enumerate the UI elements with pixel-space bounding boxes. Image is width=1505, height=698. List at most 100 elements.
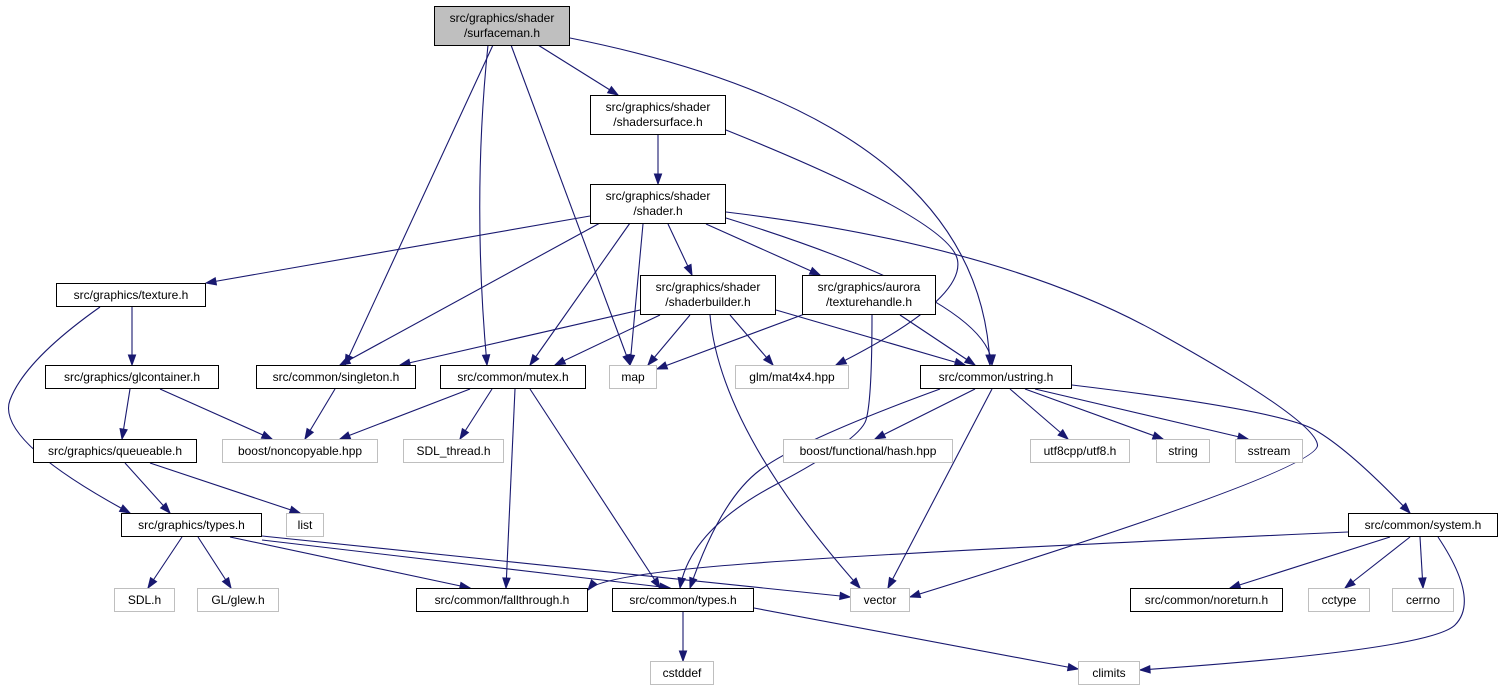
edge-mutex-to-noncopyable <box>338 388 471 440</box>
edge-shader-to-map-arrowhead <box>626 354 636 367</box>
edge-shader-to-texture-line <box>205 215 591 284</box>
node-shaderbuilder[interactable]: src/graphics/shader /shaderbuilder.h <box>640 275 776 315</box>
edge-surfaceman-to-ustring-line <box>569 37 991 366</box>
edge-system-to-climits <box>1138 536 1465 674</box>
node-queueable[interactable]: src/graphics/queueable.h <box>33 439 197 463</box>
edge-surfaceman-to-singleton <box>344 44 494 367</box>
edge-ustring-to-hash-line <box>874 388 976 440</box>
node-mat4x4: glm/mat4x4.hpp <box>735 365 849 389</box>
edge-gtypes-to-ctypes <box>261 539 672 592</box>
node-mutex[interactable]: src/common/mutex.h <box>440 365 586 389</box>
edge-system-to-fallthrough-line <box>587 531 1349 591</box>
node-singleton[interactable]: src/common/singleton.h <box>256 365 416 389</box>
node-string: string <box>1156 439 1210 463</box>
node-sdl: SDL.h <box>114 588 175 612</box>
node-noreturn[interactable]: src/common/noreturn.h <box>1130 588 1283 612</box>
edge-shader-to-texturehandle-line <box>705 223 821 276</box>
edge-gtypes-to-ctypes-line <box>261 539 671 589</box>
edge-ustring-to-string-line <box>1024 388 1164 440</box>
edge-shader-to-shaderbuilder-arrowhead <box>683 263 693 277</box>
edge-texturehandle-to-ustring <box>899 314 977 366</box>
edge-system-to-fallthrough <box>587 531 1349 592</box>
edge-ctypes-to-climits-line <box>753 607 1079 670</box>
edge-gtypes-to-vector-line <box>261 535 851 598</box>
edge-shaderbuilder-to-mat4x4-line <box>729 314 774 366</box>
edge-shadersurface-to-mat4x4-line <box>725 129 959 366</box>
node-fallthrough[interactable]: src/common/fallthrough.h <box>416 588 588 612</box>
edge-mutex-to-noncopyable-line <box>339 388 471 440</box>
edge-gtypes-to-vector <box>261 535 852 601</box>
node-graphics-types[interactable]: src/graphics/types.h <box>121 513 262 537</box>
edge-system-to-cerrno-arrowhead <box>1418 577 1427 590</box>
edge-glcontainer-to-noncopyable <box>159 388 274 440</box>
edge-shadersurface-to-mat4x4-arrowhead <box>834 356 848 366</box>
edge-gtypes-to-vector-arrowhead <box>839 591 852 601</box>
node-list: list <box>286 513 324 537</box>
node-glcontainer[interactable]: src/graphics/glcontainer.h <box>45 365 219 389</box>
edge-singleton-to-noncopyable-arrowhead <box>304 427 315 441</box>
edge-shader-to-texturehandle-arrowhead <box>808 266 822 276</box>
node-system[interactable]: src/common/system.h <box>1348 513 1498 537</box>
edge-shadersurface-to-shader-arrowhead <box>653 173 663 186</box>
edge-system-to-climits-arrowhead <box>1138 664 1151 674</box>
edge-mutex-to-fallthrough-arrowhead <box>502 577 511 590</box>
edge-shader-to-mutex <box>529 222 631 367</box>
edge-glcontainer-to-noncopyable-line <box>159 388 273 440</box>
node-texture[interactable]: src/graphics/texture.h <box>56 283 206 307</box>
node-climits: climits <box>1078 661 1140 685</box>
edge-texturehandle-to-ustring-line <box>899 314 976 366</box>
edge-queueable-to-list <box>149 462 302 514</box>
edge-system-to-noreturn-line <box>1229 536 1391 589</box>
edge-shader-to-map-line <box>629 223 644 366</box>
edge-mutex-to-ctypes-arrowhead <box>650 576 661 590</box>
node-texturehandle[interactable]: src/graphics/aurora /texturehandle.h <box>802 275 936 315</box>
edge-surfaceman-to-map-line <box>510 44 631 366</box>
edge-ctypes-to-cstddef-arrowhead <box>678 650 688 663</box>
edge-texturehandle-to-map <box>655 311 811 370</box>
edge-shaderbuilder-to-map-line <box>647 314 691 366</box>
edge-shaderbuilder-to-map <box>647 314 691 367</box>
edge-ustring-to-string <box>1024 388 1165 440</box>
edge-shader-to-texturehandle <box>705 223 822 276</box>
edge-ustring-to-vector-arrowhead <box>887 576 897 590</box>
node-common-types[interactable]: src/common/types.h <box>612 588 754 612</box>
edge-shadersurface-to-mat4x4 <box>725 129 959 366</box>
edge-system-to-cctype <box>1343 536 1411 589</box>
edge-glcontainer-to-queueable-arrowhead <box>119 427 128 441</box>
edge-mutex-to-ctypes-line <box>529 388 661 589</box>
node-map: map <box>609 365 657 389</box>
edge-ustring-to-hash-arrowhead <box>873 430 887 440</box>
edge-shaderbuilder-to-singleton-line <box>399 309 641 366</box>
edge-gtypes-to-sdl <box>147 536 183 590</box>
node-hash: boost/functional/hash.hpp <box>783 439 953 463</box>
edge-ustring-to-utf8 <box>1009 388 1070 440</box>
edge-shaderbuilder-to-vector-arrowhead <box>849 577 861 590</box>
node-shadersurface[interactable]: src/graphics/shader /shadersurface.h <box>590 95 726 135</box>
edge-shader-to-mutex-line <box>529 222 631 366</box>
edge-surfaceman-to-mutex-arrowhead <box>481 354 491 367</box>
node-shader[interactable]: src/graphics/shader /shader.h <box>590 184 726 224</box>
edge-texture-to-gtypes <box>8 306 132 514</box>
edge-ustring-to-hash <box>873 388 976 440</box>
edge-ustring-to-vector <box>887 388 993 590</box>
edge-shaderbuilder-to-mat4x4 <box>729 314 774 367</box>
node-ustring[interactable]: src/common/ustring.h <box>920 365 1072 389</box>
edge-shaderbuilder-to-ustring <box>775 309 967 367</box>
edge-shader-to-map <box>626 223 644 367</box>
edge-ustring-to-system-arrowhead <box>1399 502 1412 515</box>
node-cerrno: cerrno <box>1392 588 1454 612</box>
edge-queueable-to-gtypes-line <box>124 462 171 514</box>
edge-surfaceman-to-shadersurface <box>537 44 620 96</box>
edge-shader-to-vector-arrowhead <box>908 589 922 599</box>
edge-shader-to-singleton-arrowhead <box>338 356 352 366</box>
edge-surfaceman-to-mutex <box>479 44 491 367</box>
edge-shader-to-vector-line <box>725 211 1319 598</box>
edge-glcontainer-to-queueable <box>119 388 131 441</box>
edge-texturehandle-to-ustring-arrowhead <box>963 355 977 366</box>
edge-surfaceman-to-mutex-line <box>479 44 489 366</box>
edge-system-to-fallthrough-arrowhead <box>587 579 598 592</box>
edge-shader-to-singleton <box>338 222 601 366</box>
edge-shader-to-ustring-arrowhead <box>987 354 996 367</box>
